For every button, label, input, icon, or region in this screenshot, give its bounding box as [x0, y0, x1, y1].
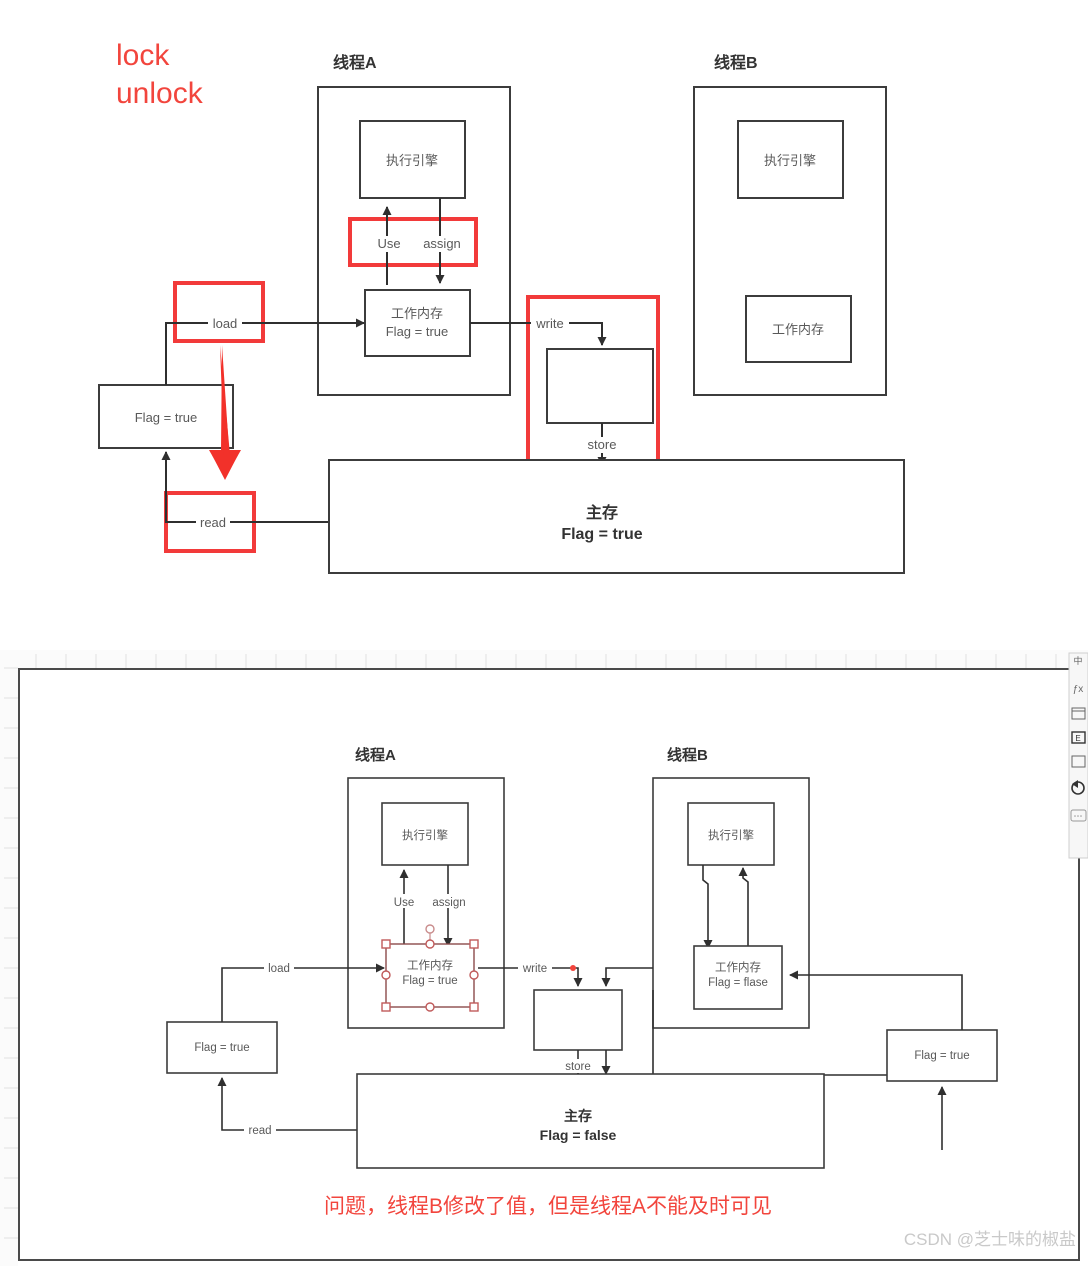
bottom-write-buffer-rect[interactable] [533, 989, 623, 1051]
top-left-cache-label: Flag = true [135, 410, 198, 425]
top-load-highlight [173, 281, 265, 343]
top-thread-a-engine-label: 执行引擎 [386, 153, 438, 168]
top-thread-b-wm-label: 工作内存 [772, 322, 824, 337]
top-thread-b-container [693, 86, 887, 396]
bottom-thread-b-working-memory-box[interactable] [693, 945, 783, 1010]
bottom-read-label: read [248, 1125, 271, 1137]
bottom-assign-label: assign [432, 897, 465, 909]
top-thread-a-title: 线程A [333, 53, 377, 72]
top-thread-a-engine-box [359, 120, 466, 199]
rotate-handle[interactable] [425, 924, 435, 934]
top-thread-a-container [317, 86, 511, 396]
bottom-thread-a-engine-box[interactable] [381, 802, 469, 866]
top-use-label-top: Use [377, 236, 400, 251]
bottom-b-to-buffer-path [601, 967, 653, 987]
bottom-thread-b-title: 线程B [667, 746, 708, 764]
ruler-horizontal[interactable] [0, 650, 1088, 668]
toolbar-image-glyph: E [1075, 734, 1080, 743]
bottom-main-memory-label2: Flag = false [540, 1127, 617, 1143]
bottom-store-label: store [565, 1061, 591, 1073]
top-use-assign-highlight [348, 217, 478, 267]
top-thread-b-title: 线程B [714, 53, 758, 72]
bottom-thread-a-engine-label: 执行引擎 [402, 828, 448, 842]
toolbar-shape-icon[interactable] [1071, 755, 1086, 768]
bottom-write-label: write [522, 963, 547, 975]
top-main-memory-box [328, 459, 905, 574]
toolbar-image-icon[interactable] [1071, 731, 1086, 744]
bottom-thread-b-wm-label1: 工作内存 [715, 960, 761, 974]
toolbar-undo-icon[interactable] [1071, 780, 1085, 795]
bottom-main-memory-box[interactable] [356, 1073, 825, 1169]
bottom-thread-b-engine-box[interactable] [687, 802, 775, 866]
bottom-b-up-arrow [738, 867, 749, 948]
top-thread-a-wm-label2: Flag = true [386, 324, 449, 339]
bottom-thread-a-wm-label2: Flag = true [402, 975, 457, 987]
top-write-label: write [535, 316, 563, 331]
top-read-path [161, 451, 329, 523]
bottom-caption: 问题，线程B修改了值，但是线程A不能及时可见 [324, 1195, 772, 1218]
bottom-use-label: Use [394, 897, 414, 909]
top-main-memory-label2: Flag = true [561, 526, 642, 543]
bottom-load-label: load [268, 963, 290, 975]
bottom-thread-b-wm-label2: Flag = flase [708, 977, 768, 989]
bottom-read-path [217, 1077, 357, 1131]
right-toolbar[interactable]: 中 ƒx E [1068, 652, 1088, 859]
bottom-main-memory-label1: 主存 [564, 1108, 592, 1124]
top-read-label: read [200, 515, 226, 530]
bottom-write-path [478, 967, 583, 987]
top-load-path [165, 318, 365, 385]
bottom-rightcache-to-b-path [789, 970, 963, 1030]
top-thread-b-engine-label: 执行引擎 [764, 153, 816, 168]
bottom-load-path [221, 963, 385, 1022]
bottom-right-cache-rect[interactable] [886, 1029, 998, 1082]
top-assign-label-top: assign [423, 236, 461, 251]
top-thread-a-wm-label1: 工作内存 [391, 306, 443, 321]
top-write-buffer-box [546, 348, 654, 424]
top-load-label: load [213, 316, 238, 331]
top-thread-b-working-memory-box [745, 295, 852, 363]
ruler-vertical[interactable] [0, 650, 18, 1266]
toolbar-function-icon[interactable]: ƒx [1073, 684, 1084, 695]
top-thread-a-working-memory-box [364, 289, 471, 357]
top-left-cache-box [98, 384, 234, 449]
csdn-watermark: CSDN @芝士味的椒盐 [903, 1230, 1076, 1249]
top-main-memory-label1: 主存 [586, 503, 618, 522]
top-store-label: store [588, 437, 617, 452]
bottom-thread-b-container[interactable] [652, 777, 810, 1029]
bottom-left-cache-label: Flag = true [194, 1042, 249, 1054]
bottom-b-down-arrow [702, 865, 713, 949]
toolbar-table-icon[interactable] [1071, 707, 1086, 720]
selection-handles[interactable] [381, 939, 479, 1012]
bottom-editor: 线程A 线程B 执行引擎 Use assign 工作内存 Flag = true [0, 650, 1088, 1266]
lock-label: lock [116, 39, 170, 72]
bottom-thread-a-wm-label1: 工作内存 [407, 958, 453, 972]
toolbar-comment-icon[interactable] [1070, 809, 1087, 822]
top-diagram: lock unlock 线程A 线程B 执行引擎 Use assign Use … [98, 39, 905, 574]
bottom-thread-a-title: 线程A [355, 746, 396, 764]
bottom-thread-a-container[interactable] [347, 777, 505, 1029]
top-thread-b-engine-box [737, 120, 844, 199]
unlock-label: unlock [116, 77, 204, 110]
bottom-right-cache-label: Flag = true [914, 1050, 969, 1062]
top-write-path [470, 322, 607, 346]
write-endpoint-dot[interactable] [570, 965, 576, 971]
bottom-thread-b-engine-label: 执行引擎 [708, 828, 754, 842]
toolbar-text-icon[interactable]: 中 [1073, 655, 1082, 666]
